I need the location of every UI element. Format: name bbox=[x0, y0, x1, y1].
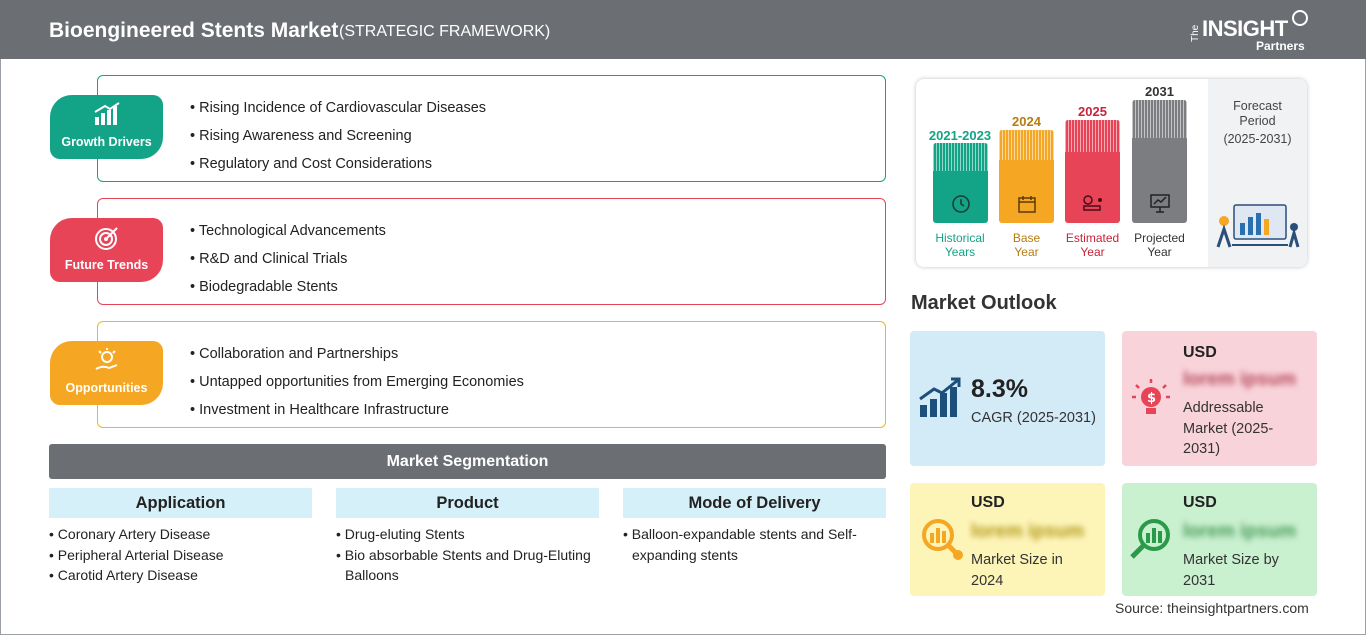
growth-chart-icon bbox=[919, 377, 961, 417]
base-label-1: Base bbox=[1012, 231, 1041, 245]
segment-product: Product Drug-eluting Stents Bio absorbab… bbox=[336, 488, 599, 586]
list-item: Biodegradable Stents bbox=[190, 273, 386, 301]
estimated-year: 2025 bbox=[1078, 104, 1107, 119]
logo-the-text: The bbox=[1190, 24, 1201, 42]
cagr-card: 8.3% CAGR (2025-2031) bbox=[910, 331, 1105, 466]
list-item: Balloon-expandable stents and Self-expan… bbox=[623, 524, 886, 565]
logo-partners-text: Partners bbox=[1256, 39, 1305, 53]
growth-drivers-box: Rising Incidence of Cardiovascular Disea… bbox=[97, 75, 886, 182]
growth-chart-icon bbox=[94, 102, 120, 125]
historical-label-2: Years bbox=[944, 245, 976, 259]
market-size-2024-card: USD lorem ipsum Market Size in 2024 bbox=[910, 483, 1105, 596]
logo-circle-icon bbox=[1292, 10, 1308, 26]
svg-text:$: $ bbox=[1147, 391, 1156, 406]
list-item: Untapped opportunities from Emerging Eco… bbox=[190, 368, 524, 396]
opportunities-list: Collaboration and Partnerships Untapped … bbox=[190, 340, 524, 424]
opportunities-badge: Opportunities bbox=[50, 341, 163, 405]
calendar-icon bbox=[1018, 196, 1036, 213]
growth-drivers-list: Rising Incidence of Cardiovascular Disea… bbox=[190, 94, 486, 178]
future-trends-label: Future Trends bbox=[64, 258, 149, 272]
size-2031-currency: USD bbox=[1183, 494, 1217, 511]
segment-product-list: Drug-eluting Stents Bio absorbable Stent… bbox=[336, 524, 599, 586]
base-label-2: Year bbox=[1014, 245, 1039, 259]
cagr-value: 8.3% bbox=[971, 375, 1028, 403]
page-subtitle: (STRATEGIC FRAMEWORK) bbox=[339, 23, 551, 40]
market-outlook-title: Market Outlook bbox=[911, 292, 1057, 314]
magnifier-chart-icon bbox=[1130, 519, 1170, 559]
page-title: Bioengineered Stents Market bbox=[49, 19, 339, 42]
projected-label-1: Projected bbox=[1134, 231, 1185, 245]
estimated-bar bbox=[1065, 120, 1120, 223]
future-trends-box: Technological Advancements R&D and Clini… bbox=[97, 198, 886, 305]
analyst-dashboard-icon bbox=[1216, 204, 1300, 248]
segment-application-heading: Application bbox=[49, 488, 312, 518]
magnifier-chart-icon bbox=[922, 519, 963, 560]
segment-mode-heading: Mode of Delivery bbox=[623, 488, 886, 518]
historical-year: 2021-2023 bbox=[928, 128, 992, 143]
future-trends-badge: Future Trends bbox=[50, 218, 163, 282]
base-bar bbox=[999, 130, 1054, 223]
projected-label-2: Year bbox=[1147, 245, 1172, 259]
history-clock-icon bbox=[952, 195, 970, 213]
historical-label-1: Historical bbox=[935, 231, 985, 245]
list-item: Investment in Healthcare Infrastructure bbox=[190, 396, 524, 424]
presentation-board-icon bbox=[1150, 194, 1170, 213]
market-size-2031-card: USD lorem ipsum Market Size by 2031 bbox=[1122, 483, 1317, 596]
historical-bar bbox=[933, 143, 988, 223]
list-item: Coronary Artery Disease bbox=[49, 524, 312, 545]
forecast-panel: Forecast Period (2025-2031) bbox=[1208, 79, 1307, 267]
list-item: Technological Advancements bbox=[190, 217, 386, 245]
segment-application-list: Coronary Artery Disease Peripheral Arter… bbox=[49, 524, 312, 586]
list-item: Drug-eluting Stents bbox=[336, 524, 599, 545]
segment-product-heading: Product bbox=[336, 488, 599, 518]
list-item: Rising Incidence of Cardiovascular Disea… bbox=[190, 94, 486, 122]
cagr-label: CAGR (2025-2031) bbox=[971, 410, 1096, 426]
forecast-line-2: Period bbox=[1239, 114, 1276, 128]
list-item: Regulatory and Cost Considerations bbox=[190, 150, 486, 178]
opportunities-label: Opportunities bbox=[65, 381, 148, 395]
estimated-label-1: Estimated bbox=[1065, 231, 1120, 245]
growth-drivers-label: Growth Drivers bbox=[61, 135, 152, 149]
addressable-value: lorem ipsum bbox=[1183, 369, 1296, 390]
list-item: Rising Awareness and Screening bbox=[190, 122, 486, 150]
size-2024-value: lorem ipsum bbox=[971, 521, 1084, 542]
timeline-card: Forecast Period (2025-2031) 2021-2023 Hi… bbox=[916, 79, 1307, 267]
dollar-bulb-icon: $ bbox=[1132, 379, 1170, 414]
logo-insight-text: INSIGHT bbox=[1202, 16, 1288, 41]
list-item: Bio absorbable Stents and Drug-Eluting B… bbox=[336, 545, 599, 586]
list-item: R&D and Clinical Trials bbox=[190, 245, 386, 273]
target-icon bbox=[95, 227, 118, 250]
segment-mode-of-delivery: Mode of Delivery Balloon-expandable sten… bbox=[623, 488, 886, 565]
size-2031-label: Market Size by 2031 bbox=[1183, 552, 1279, 589]
projected-year: 2031 bbox=[1145, 84, 1174, 99]
projected-bar bbox=[1132, 100, 1187, 223]
addressable-label: Addressable Market (2025-2031) bbox=[1183, 400, 1274, 457]
lightbulb-hand-icon bbox=[95, 348, 118, 370]
estimate-gear-icon bbox=[1083, 195, 1102, 211]
segment-mode-list: Balloon-expandable stents and Self-expan… bbox=[623, 524, 886, 565]
insight-partners-logo[interactable]: The INSIGHT Partners bbox=[1190, 10, 1310, 54]
base-year: 2024 bbox=[1012, 114, 1041, 129]
estimated-label-2: Year bbox=[1080, 245, 1105, 259]
list-item: Peripheral Arterial Disease bbox=[49, 545, 312, 566]
segmentation-title: Market Segmentation bbox=[49, 444, 886, 479]
list-item: Collaboration and Partnerships bbox=[190, 340, 524, 368]
segment-application: Application Coronary Artery Disease Peri… bbox=[49, 488, 312, 586]
addressable-market-card: USD lorem ipsum $ Addressable Market (20… bbox=[1122, 331, 1317, 466]
growth-drivers-badge: Growth Drivers bbox=[50, 95, 163, 159]
addressable-currency: USD bbox=[1183, 344, 1217, 361]
forecast-line-3: (2025-2031) bbox=[1223, 132, 1292, 146]
size-2031-value: lorem ipsum bbox=[1183, 521, 1296, 542]
size-2024-currency: USD bbox=[971, 494, 1005, 511]
list-item: Carotid Artery Disease bbox=[49, 565, 312, 586]
source-note: Source: theinsightpartners.com bbox=[1115, 600, 1309, 616]
forecast-line-1: Forecast bbox=[1233, 99, 1282, 113]
future-trends-list: Technological Advancements R&D and Clini… bbox=[190, 217, 386, 301]
header-bar: Bioengineered Stents Market (STRATEGIC F… bbox=[0, 0, 1366, 59]
size-2024-label: Market Size in 2024 bbox=[971, 552, 1063, 589]
opportunities-box: Collaboration and Partnerships Untapped … bbox=[97, 321, 886, 428]
